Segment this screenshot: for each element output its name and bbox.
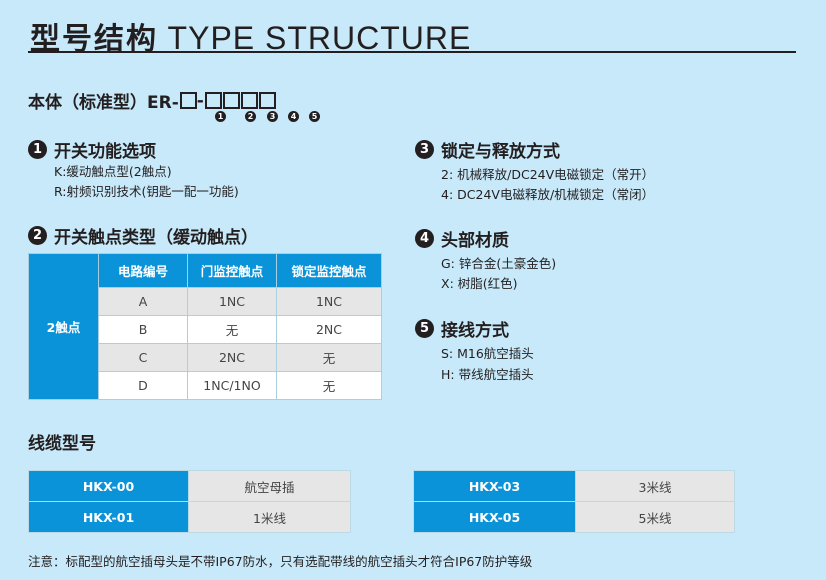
code-slot [240,92,258,109]
column-header: 门监控触点 [187,253,277,288]
code-slot [204,92,222,109]
option-4: 4: DC24V电磁释放/机械锁定（常闭） [441,187,655,202]
cable-heading: 线缆型号 [28,434,96,454]
option-x: X: 树脂(红色) [441,276,518,291]
option-k: K:缓动触点型(2触点) [54,164,172,179]
marker-5: 5 [309,111,320,122]
option-s: S: M16航空插头 [441,346,534,361]
column-header: 锁定监控触点 [276,253,382,288]
marker-1: 1 [215,111,226,122]
group-cell: 2触点 [28,253,99,400]
code-slot [179,92,197,109]
marker-4: 4 [288,111,299,122]
title-divider [28,51,796,53]
body-model-code: 本体（标准型）ER-- [28,88,276,113]
option-r: R:射频识别技术(钥匙一配一功能) [54,184,239,199]
marker-2: 2 [245,111,256,122]
option-2: 2: 机械释放/DC24V电磁锁定（常开） [441,167,655,182]
code-slot [258,92,276,109]
code-slot [222,92,240,109]
footnote: 注意：标配型的航空插母头是不带IP67防水，只有选配带线的航空插头才符合IP67… [28,554,533,569]
option-g: G: 锌合金(土豪金色) [441,256,557,271]
marker-3: 3 [267,111,278,122]
page-title: 型号结构 TYPE STRUCTURE [30,20,472,57]
column-header: 电路编号 [98,253,188,288]
option-h: H: 带线航空插头 [441,367,534,382]
